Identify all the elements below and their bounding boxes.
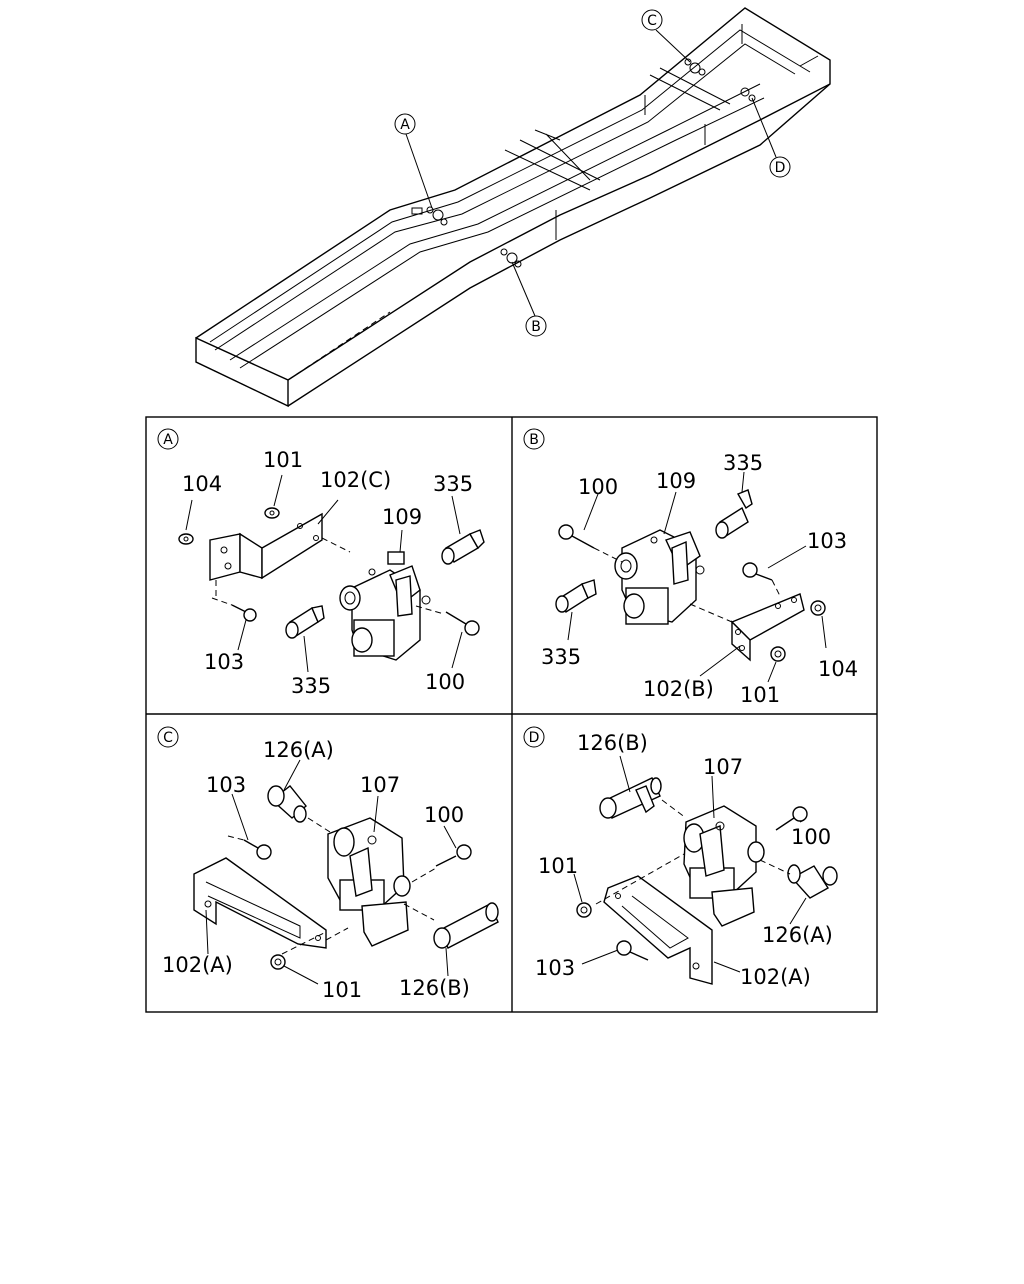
label-126a: 126(A) — [263, 738, 334, 762]
label-100: 100 — [425, 670, 465, 694]
label-335-bottom: 335 — [541, 645, 581, 669]
callout-b: B — [511, 261, 547, 337]
panel-a: A 104 101 102(C) 335 — [157, 428, 485, 698]
label-103: 103 — [807, 529, 847, 553]
label-102a: 102(A) — [162, 953, 233, 977]
panel-b: B 100 109 335 103 335 104 — [523, 428, 858, 707]
label-109: 109 — [382, 505, 422, 529]
panel-c: C 126(A) 103 107 100 102(A) — [157, 726, 499, 1002]
callout-d: D — [751, 97, 791, 178]
label-335-bottom: 335 — [291, 674, 331, 698]
label-126b: 126(B) — [399, 976, 470, 1000]
label-101: 101 — [322, 978, 362, 1002]
label-102a: 102(A) — [740, 965, 811, 989]
callout-c-text: C — [647, 13, 657, 29]
label-335-top: 335 — [723, 451, 763, 475]
label-126a: 126(A) — [762, 923, 833, 947]
label-107: 107 — [703, 755, 743, 779]
panel-c-tag: C — [163, 730, 173, 746]
panel-b-tag: B — [529, 432, 539, 448]
label-107: 107 — [360, 773, 400, 797]
label-126b: 126(B) — [577, 731, 648, 755]
label-100: 100 — [578, 475, 618, 499]
label-102b: 102(B) — [643, 677, 714, 701]
label-100: 100 — [424, 803, 464, 827]
callout-c: C — [641, 9, 691, 63]
chassis-frame — [195, 7, 831, 408]
label-101: 101 — [740, 683, 780, 707]
label-109: 109 — [656, 469, 696, 493]
detail-grid — [145, 416, 878, 1013]
callout-b-text: B — [531, 319, 541, 335]
label-102c: 102(C) — [320, 468, 391, 492]
label-100: 100 — [791, 825, 831, 849]
label-103: 103 — [206, 773, 246, 797]
callout-a-text: A — [400, 117, 410, 133]
panel-d: D 126(B) 107 100 101 126( — [523, 726, 838, 989]
callout-d-text: D — [775, 160, 786, 176]
panel-d-tag: D — [529, 730, 540, 746]
callout-a: A — [394, 113, 433, 209]
label-104: 104 — [182, 472, 222, 496]
label-101: 101 — [538, 854, 578, 878]
label-103: 103 — [204, 650, 244, 674]
label-104: 104 — [818, 657, 858, 681]
label-103: 103 — [535, 956, 575, 980]
label-101: 101 — [263, 448, 303, 472]
panel-a-tag: A — [163, 432, 173, 448]
label-335-top: 335 — [433, 472, 473, 496]
